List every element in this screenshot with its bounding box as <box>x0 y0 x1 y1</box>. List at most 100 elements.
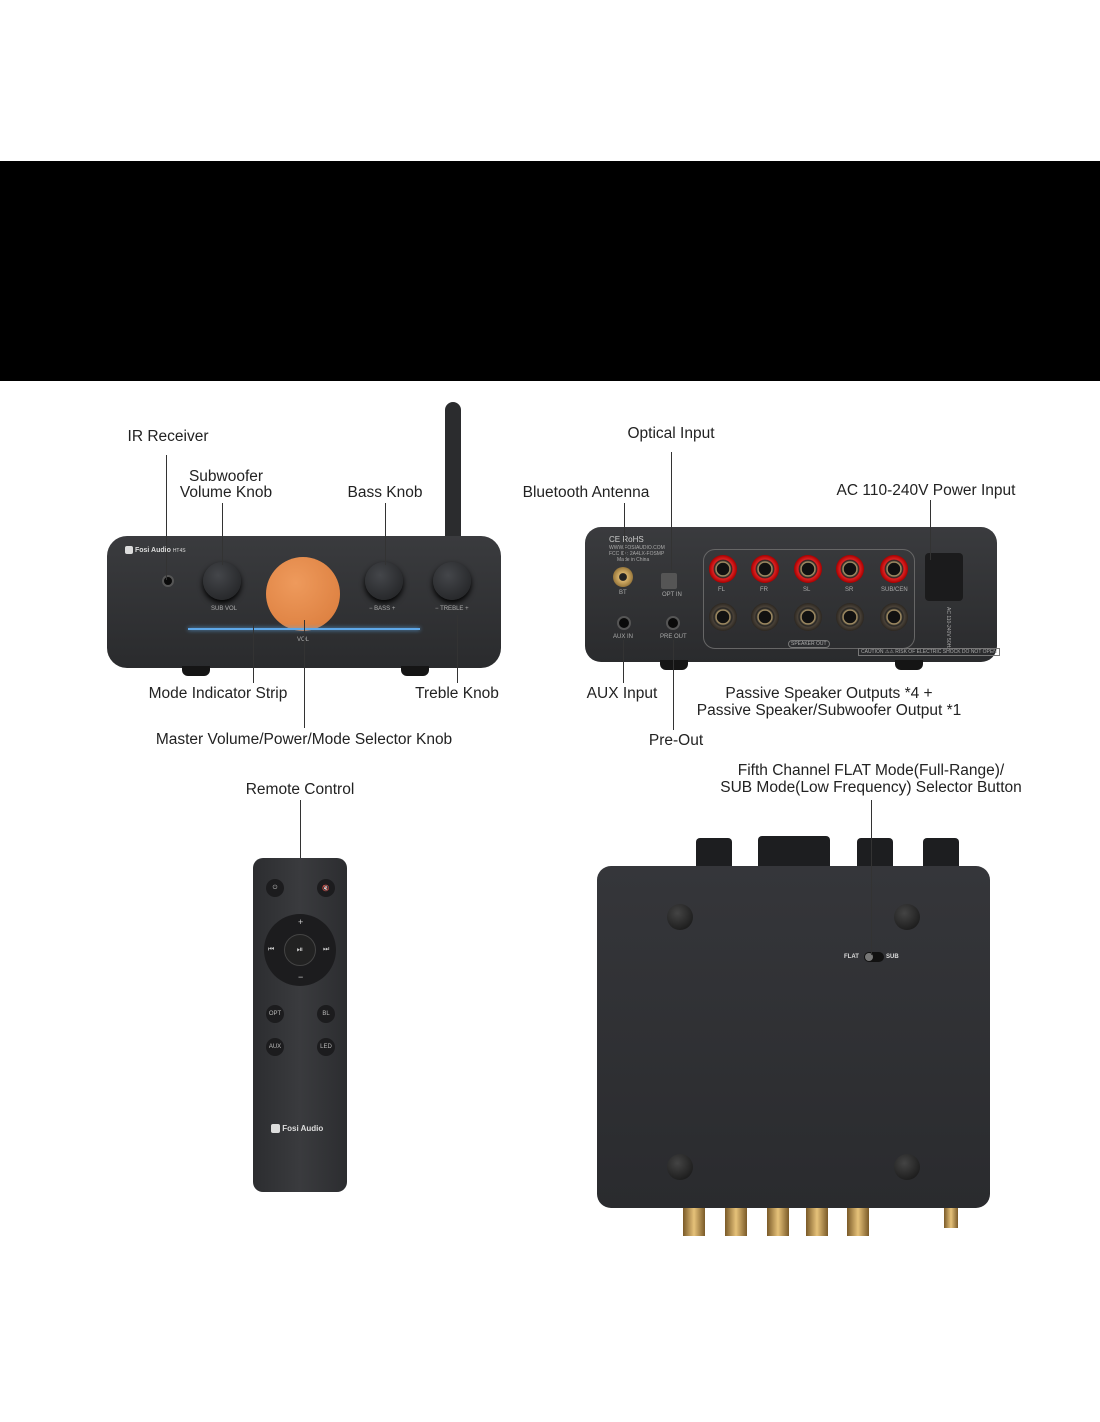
page-subtitle: Offering Flexible Connections and User-F… <box>165 475 935 507</box>
remote-brand-logo: Fosi Audio <box>271 1124 323 1134</box>
speaker-terminal-black[interactable] <box>794 603 822 631</box>
bluetooth-antenna-port <box>613 567 633 587</box>
leader-line <box>304 620 305 728</box>
channel-label: SUB/CEN <box>881 587 908 593</box>
antenna <box>445 402 461 542</box>
made-text: Made in China <box>617 557 650 563</box>
channel-label: FL <box>718 587 726 593</box>
label-passive-outputs-1: Passive Speaker Outputs *4 + <box>725 685 933 702</box>
bass-label: − BASS + <box>369 606 396 612</box>
speaker-terminal-red[interactable] <box>880 555 908 583</box>
leader-line <box>253 620 254 683</box>
leader-line <box>624 503 625 565</box>
amplifier-rear: CE RoHS WWW.FOSIAUDIO.COM FCC ID : 2A4LX… <box>585 527 1000 662</box>
pre-out-jack[interactable] <box>666 616 680 630</box>
cert-text: CE RoHS <box>609 535 644 544</box>
speaker-terminal-black[interactable] <box>880 603 908 631</box>
optical-input-port <box>661 573 677 589</box>
play-pause-button[interactable]: ⏯ <box>284 934 316 966</box>
channel-label: SL <box>803 587 811 593</box>
label-remote-control: Remote Control <box>245 781 355 798</box>
rubber-foot <box>894 1154 920 1180</box>
sub-vol-label: SUB VOL <box>211 606 238 612</box>
ac-power-inlet[interactable] <box>925 553 963 601</box>
label-ir-receiver: IR Receiver <box>127 428 209 445</box>
next-button[interactable]: ⏭ <box>323 946 330 953</box>
speaker-terminal-red[interactable] <box>794 555 822 583</box>
leader-line <box>871 800 872 955</box>
speaker-out-panel <box>703 549 915 649</box>
leader-line <box>623 640 624 683</box>
aux-button[interactable]: AUX <box>266 1038 284 1056</box>
knob-top <box>696 838 732 870</box>
foot <box>660 660 688 670</box>
rubber-foot <box>894 904 920 930</box>
aux-input-jack[interactable] <box>617 616 631 630</box>
leader-line <box>166 455 167 580</box>
volume-down-button[interactable]: − <box>298 972 304 982</box>
remote-control: ⏻ 🔇 + − ⏮ ⏭ ⏯ OPT BL AUX LED Fosi Audio <box>253 858 347 1192</box>
flat-label: FLAT <box>844 954 859 960</box>
speaker-terminal-black[interactable] <box>751 603 779 631</box>
label-fifth-channel-2: SUB Mode(Low Frequency) Selector Button <box>720 779 1022 796</box>
leader-line <box>222 503 223 565</box>
previous-button[interactable]: ⏮ <box>268 946 275 953</box>
speaker-out-label: SPEAKER OUT <box>788 640 830 648</box>
speaker-terminal-red[interactable] <box>836 555 864 583</box>
label-treble-knob: Treble Knob <box>415 685 499 702</box>
label-mode-strip: Mode Indicator Strip <box>148 685 288 702</box>
fcc-text: FCC ID : 2A4LX-FOSMP <box>609 551 665 557</box>
leader-line <box>457 615 458 683</box>
aux-in-label: AUX IN <box>613 634 634 640</box>
knob-top <box>857 838 893 870</box>
volume-up-button[interactable]: + <box>298 917 304 927</box>
subwoofer-volume-knob[interactable] <box>203 562 241 600</box>
led-button[interactable]: LED <box>317 1038 335 1056</box>
opt-in-label: OPT IN <box>662 592 682 598</box>
master-volume-knob[interactable] <box>266 557 340 631</box>
sub-label: SUB <box>886 954 899 960</box>
vol-label: VOL <box>297 637 310 643</box>
channel-label: FR <box>760 587 768 593</box>
channel-label: SR <box>845 587 854 593</box>
label-bass-knob: Bass Knob <box>347 484 423 501</box>
rubber-foot <box>667 1154 693 1180</box>
page-title: Multi-Function Integrated Amplifier <box>97 407 1004 462</box>
label-fifth-channel-1: Fifth Channel FLAT Mode(Full-Range)/ <box>737 762 1005 779</box>
label-pre-out: Pre-Out <box>648 732 704 749</box>
label-master-knob: Master Volume/Power/Mode Selector Knob <box>155 731 453 748</box>
pre-out-label: PRE OUT <box>660 634 687 640</box>
label-passive-outputs-2: Passive Speaker/Subwoofer Output *1 <box>696 702 962 719</box>
foot <box>182 666 210 676</box>
leader-line <box>930 500 931 560</box>
leader-line <box>671 452 672 570</box>
speaker-terminal-black[interactable] <box>709 603 737 631</box>
label-bluetooth-antenna: Bluetooth Antenna <box>522 484 650 501</box>
foot <box>401 666 429 676</box>
ac-rating-label: AC 110-240V 50Hz <box>945 607 951 650</box>
leader-line <box>673 640 674 730</box>
brand-logo: Fosi Audio HT4S <box>125 546 186 554</box>
knob-top <box>758 836 830 870</box>
speaker-terminal-red[interactable] <box>751 555 779 583</box>
mute-button[interactable]: 🔇 <box>317 879 335 897</box>
speaker-terminal-red[interactable] <box>709 555 737 583</box>
treble-label: − TREBLE + <box>435 606 469 612</box>
amplifier-bottom: FLAT SUB <box>597 866 990 1208</box>
power-button[interactable]: ⏻ <box>266 879 284 897</box>
leader-line <box>385 503 386 565</box>
bl-button[interactable]: BL <box>317 1005 335 1023</box>
foot <box>895 660 923 670</box>
label-ac-power: AC 110-240V Power Input <box>836 482 1016 499</box>
flat-sub-selector-switch[interactable] <box>864 952 884 962</box>
rubber-foot <box>667 904 693 930</box>
bass-knob[interactable] <box>365 562 403 600</box>
opt-button[interactable]: OPT <box>266 1005 284 1023</box>
label-subwoofer-1: Subwoofer <box>188 468 264 485</box>
label-subwoofer-2: Volume Knob <box>179 484 273 501</box>
bt-label: BT <box>619 590 627 596</box>
treble-knob[interactable] <box>433 562 471 600</box>
speaker-terminal-black[interactable] <box>836 603 864 631</box>
header-banner: Multi-Function Integrated Amplifier Offe… <box>0 161 1100 507</box>
leader-line <box>300 800 301 858</box>
